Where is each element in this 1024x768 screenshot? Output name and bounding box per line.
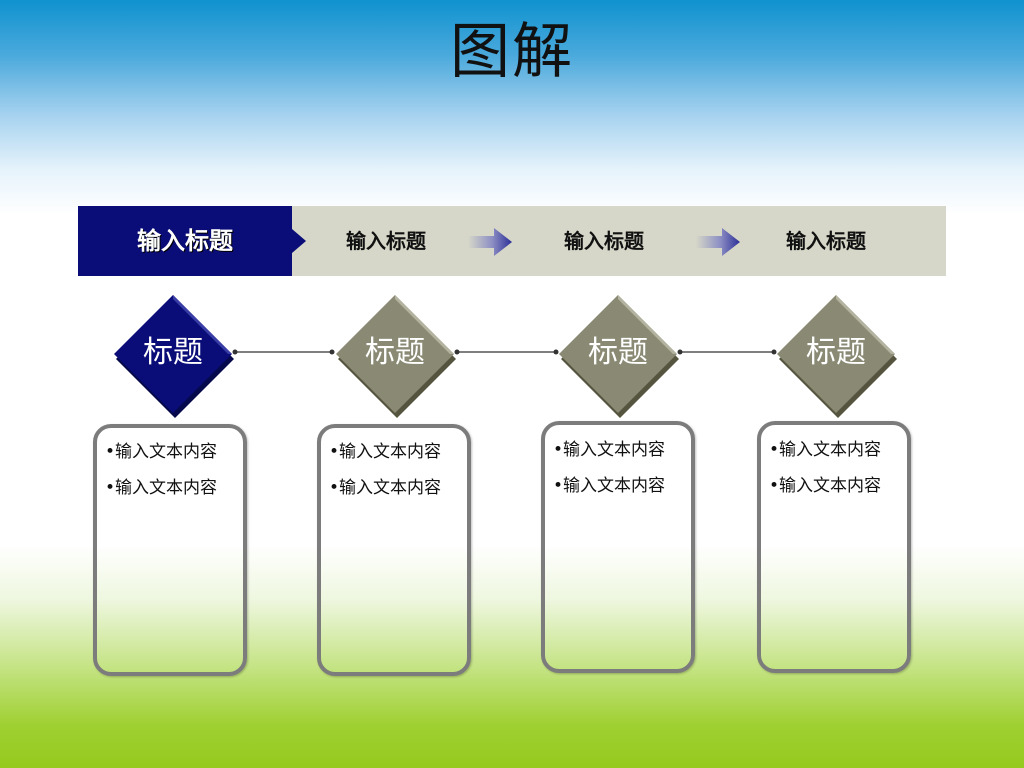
diamond-label: 标题: [806, 335, 866, 370]
content-box-1: •输入文本内容 •输入文本内容: [93, 424, 247, 676]
header-step-1[interactable]: 输入标题: [137, 227, 233, 255]
diamond-label: 标题: [588, 335, 648, 370]
header-active-pointer: [292, 229, 306, 253]
content-box-3: •输入文本内容 •输入文本内容: [541, 421, 695, 673]
diamond-node-1[interactable]: 标题: [110, 293, 236, 419]
list-item: •输入文本内容: [105, 442, 218, 462]
header-step-2[interactable]: 输入标题: [346, 229, 426, 253]
diamond-label: 标题: [365, 335, 425, 370]
diamond-label: 标题: [143, 335, 203, 370]
diamond-node-3[interactable]: 标题: [555, 293, 681, 419]
header-active-segment: [78, 206, 292, 276]
list-item: •输入文本内容: [769, 476, 882, 496]
header-step-3[interactable]: 输入标题: [564, 229, 644, 253]
list-item: •输入文本内容: [553, 476, 666, 496]
list-item: •输入文本内容: [553, 440, 666, 460]
content-box-2: •输入文本内容 •输入文本内容: [317, 424, 471, 676]
diamond-shape: [336, 295, 456, 418]
list-item: •输入文本内容: [329, 478, 442, 498]
diamond-shape: [114, 295, 234, 418]
header-step-4[interactable]: 输入标题: [786, 229, 866, 253]
diamond-node-2[interactable]: 标题: [332, 293, 458, 419]
process-header-bar: 输入标题 输入标题 输入标题 输入标题: [78, 206, 946, 276]
diamond-node-4[interactable]: 标题: [773, 293, 899, 419]
right-arrow-icon: [696, 228, 740, 256]
diamond-shape: [559, 295, 679, 418]
list-item: •输入文本内容: [769, 440, 882, 460]
page-title: 图解: [450, 17, 574, 87]
list-item: •输入文本内容: [329, 442, 442, 462]
content-box-4: •输入文本内容 •输入文本内容: [757, 421, 911, 673]
list-item: •输入文本内容: [105, 478, 218, 498]
diamond-shape: [777, 295, 897, 418]
right-arrow-icon: [468, 228, 512, 256]
